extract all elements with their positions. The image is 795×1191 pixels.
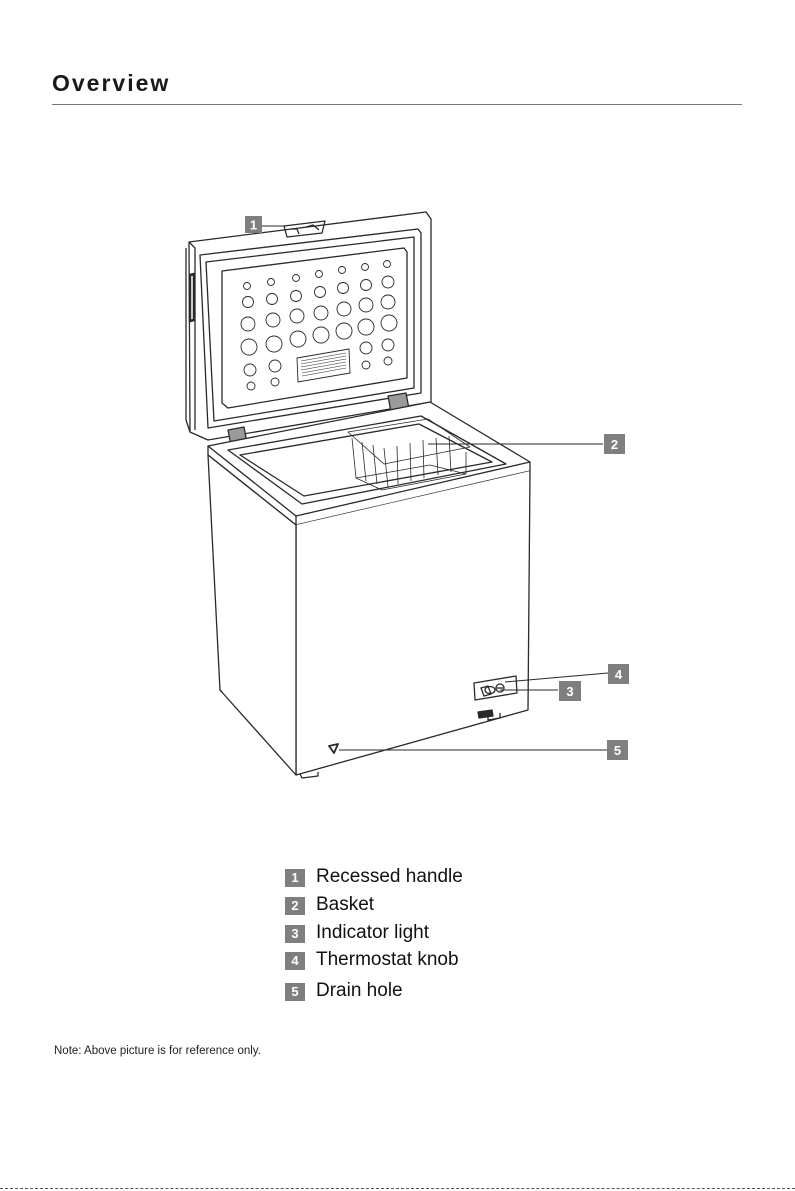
callout-badge-1-text: 1 [250,218,257,233]
legend-number-badge: 2 [285,897,305,915]
legend-number-badge: 4 [285,952,305,970]
callout-badge-5-text: 5 [614,743,621,758]
chest-freezer-illustration: 1 2 4 3 5 [0,0,795,800]
callout-badge-2-text: 2 [611,437,618,452]
legend-label: Drain hole [316,980,403,1002]
callout-badge-1: 1 [245,216,262,233]
legend-label: Thermostat knob [316,949,459,971]
callout-badge-4: 4 [608,664,629,684]
callout-badge-3: 3 [559,681,581,701]
callout-badge-5: 5 [607,740,628,760]
legend-label: Basket [316,894,374,916]
legend-label: Recessed handle [316,866,463,888]
legend-number-badge: 1 [285,869,305,887]
callout-badge-3-text: 3 [566,684,573,699]
callout-badge-2: 2 [604,434,625,454]
page-bottom-edge [0,1188,795,1189]
callout-badge-4-text: 4 [615,667,623,682]
legend-label: Indicator light [316,922,429,944]
legend-number-badge: 5 [285,983,305,1001]
reference-note: Note: Above picture is for reference onl… [54,1045,261,1057]
legend-number-badge: 3 [285,925,305,943]
